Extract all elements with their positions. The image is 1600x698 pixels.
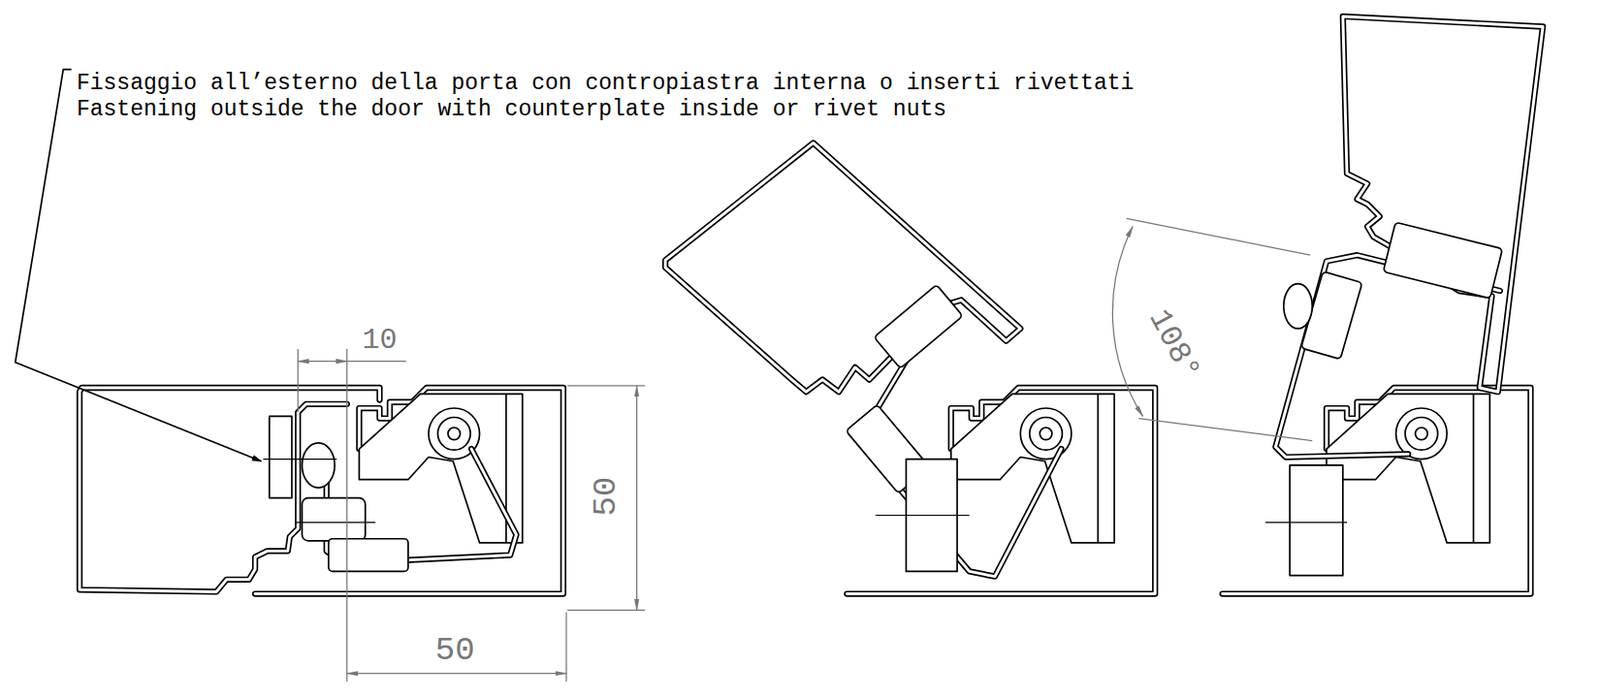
door-leaf-profile-inner (665, 142, 1021, 392)
dimension-line (636, 385, 638, 611)
leader-line (15, 69, 262, 462)
rivet-head (301, 443, 335, 488)
bolt-nut (301, 498, 365, 542)
centre-line (875, 514, 970, 516)
frame-and-hinge-body (255, 387, 564, 595)
door-leaf-profile (665, 142, 1021, 392)
angle-extension-line (1126, 218, 1311, 256)
dimension-value: 50 (589, 475, 623, 519)
angle-value: 108° (1141, 302, 1206, 386)
dimension-line (347, 672, 567, 674)
dimension-line (297, 360, 348, 362)
bolt-nut (328, 539, 409, 573)
extension-line (565, 611, 567, 682)
frame-and-hinge-body (1222, 387, 1532, 595)
extension-line (567, 384, 645, 386)
note-text: Fissaggio all’esterno della porta con co… (76, 72, 1134, 96)
extension-line (567, 609, 645, 611)
extension-line (346, 349, 348, 682)
dimension-value: 50 (433, 634, 478, 668)
angle-arc (1112, 226, 1143, 417)
extension-line (297, 349, 299, 413)
bolt-nut (1382, 222, 1503, 299)
counterplate (1289, 465, 1344, 576)
counterplate (269, 416, 292, 498)
rivet-head (1283, 284, 1312, 329)
angle-extension-line (1138, 418, 1312, 442)
centre-line (1265, 521, 1347, 523)
dimension-line (347, 360, 407, 362)
door-leaf-profile (1343, 16, 1543, 392)
note-text: Fastening outside the door with counterp… (76, 98, 947, 122)
centre-line (262, 458, 337, 460)
door-leaf-profile-inner (1343, 16, 1543, 392)
centre-line (295, 521, 376, 523)
dimension-value: 10 (359, 325, 399, 355)
bolt-nut (873, 285, 963, 369)
